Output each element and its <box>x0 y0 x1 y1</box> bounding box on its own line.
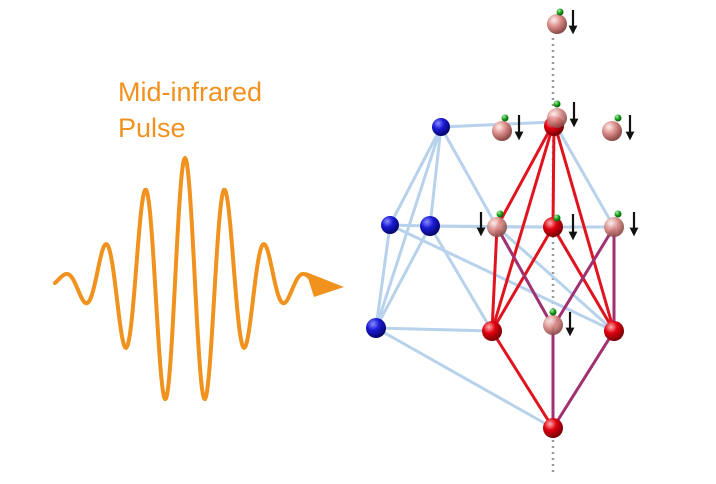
pink-atom-left <box>492 114 524 141</box>
red-atom <box>604 321 624 341</box>
blue-atom <box>381 216 399 234</box>
pink-atom-mid-left <box>476 210 507 237</box>
blue-atom <box>432 118 450 136</box>
pink-atom-mid-center <box>553 214 578 241</box>
red-atom <box>543 217 563 237</box>
pulse-waveform <box>53 156 312 402</box>
blue-atom <box>366 318 386 338</box>
pink-atom-mid-right <box>604 210 639 237</box>
pulse-label-line-1: Mid-infrared <box>118 77 263 107</box>
blue-atom <box>420 216 440 236</box>
red-atom <box>543 418 563 438</box>
pulse-label-line-2: Pulse <box>118 113 186 143</box>
pink-atom-lower-center <box>543 308 575 337</box>
purple-bond-network <box>495 226 616 429</box>
arrow-right-icon <box>306 272 344 297</box>
pink-atom-center-top <box>547 100 579 128</box>
spin-atoms <box>476 8 639 337</box>
red-atom <box>482 321 502 341</box>
pink-atom-top <box>547 8 578 35</box>
atoms <box>366 116 624 438</box>
pink-atom-right <box>602 114 635 141</box>
